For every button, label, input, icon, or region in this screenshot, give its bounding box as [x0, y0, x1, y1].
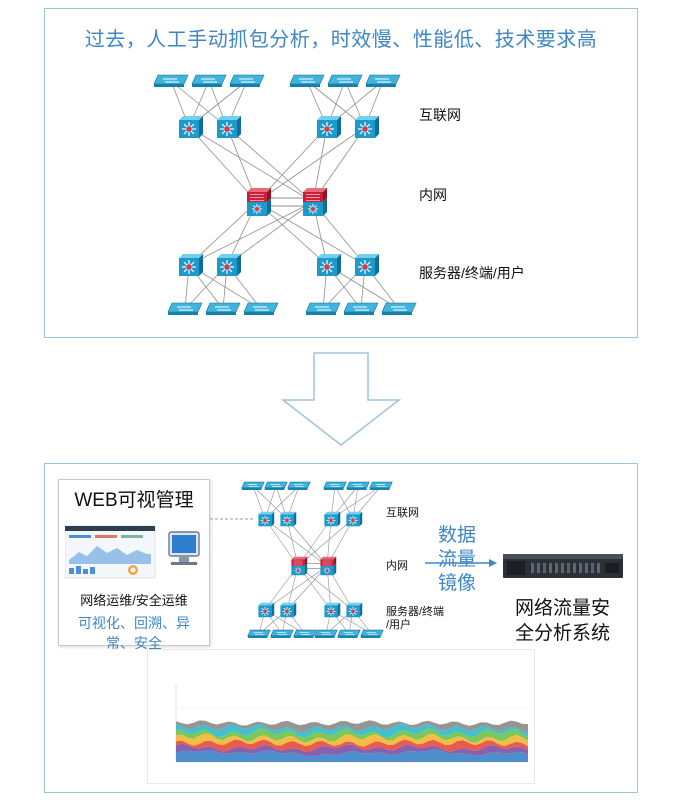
access-switch-icon [287, 481, 311, 490]
core-switch-icon [324, 602, 341, 618]
bottom-label-servers-line2: /用户 [386, 619, 412, 631]
network-link [188, 126, 258, 203]
access-switch-icon [369, 481, 393, 490]
access-switch-icon [247, 629, 271, 638]
core-switch-icon [217, 254, 241, 276]
stream-layer [176, 733, 528, 747]
core-switch-icon [258, 511, 275, 527]
dashboard-stream-chart [175, 684, 528, 763]
top-label-intranet: 内网 [419, 187, 447, 203]
core-switch-icon [346, 511, 363, 527]
bottom-label-servers: 服务器/终端 /用户 [386, 606, 444, 632]
bottom-label-intranet: 内网 [386, 560, 408, 572]
system-title-line2: 全分析系统 [514, 623, 610, 644]
network-link [264, 518, 328, 567]
web-management-title: WEB可视管理 [74, 490, 194, 511]
core-switch-icon [317, 254, 341, 276]
top-panel: 过去，人工手动抓包分析，时效慢、性能低、技术要求高 互联网 内网 服务器/终端/… [44, 8, 638, 338]
core-switch-icon [355, 254, 379, 276]
access-switch-icon [241, 481, 265, 490]
system-title-line1: 网络流量安 [514, 598, 610, 619]
firewall-switch-icon [303, 188, 327, 216]
core-switch-icon [280, 602, 297, 618]
stream-layer [176, 739, 528, 752]
access-switch-icon [360, 629, 384, 638]
access-switch-icon [323, 481, 347, 490]
traffic-analysis-system-title: 网络流量安 全分析系统 [505, 596, 620, 646]
web-management-card: WEB可视管理 网络运维/安全运维 可视化、回溯、异 常、安全 [58, 479, 210, 651]
stream-layer [176, 728, 528, 743]
network-link [188, 201, 314, 266]
access-switch-icon [243, 302, 279, 315]
firewall-switch-icon [247, 188, 271, 216]
core-switch-icon [179, 116, 203, 138]
network-link [264, 518, 299, 567]
access-switch-icon [205, 302, 241, 315]
traffic-mirror-label: 数据 流量 镜像 [433, 524, 481, 596]
core-switch-icon [355, 116, 379, 138]
web-tags-line1: 可视化、回溯、异 [78, 615, 190, 631]
access-switch-icon [365, 74, 401, 87]
stream-layer [176, 743, 528, 757]
network-link [286, 565, 328, 611]
network-link [226, 126, 314, 203]
top-label-servers: 服务器/终端/用户 [419, 265, 525, 281]
traffic-mirror-line1: 数据 [437, 525, 476, 546]
down-arrow-icon [280, 352, 402, 446]
core-switch-icon [324, 511, 341, 527]
network-link [297, 565, 354, 611]
dashboard-thumbnail-icon [65, 525, 200, 579]
access-switch-icon [153, 74, 189, 87]
network-link [256, 126, 366, 203]
bottom-panel: WEB可视管理 网络运维/安全运维 可视化、回溯、异 常、安全 互联网 内网 [44, 463, 638, 793]
core-switch-icon [258, 602, 275, 618]
network-link [264, 565, 328, 611]
top-label-internet: 互联网 [419, 107, 461, 123]
access-switch-icon [337, 629, 361, 638]
stream-layer [176, 749, 528, 762]
access-switch-icon [270, 629, 294, 638]
access-switch-icon [327, 74, 363, 87]
bottom-label-internet: 互联网 [386, 507, 419, 519]
stream-layer [176, 723, 528, 738]
access-switch-icon [381, 302, 417, 315]
dashboard-screenshot [147, 649, 535, 784]
top-title: 过去，人工手动抓包分析，时效慢、性能低、技术要求高 [84, 29, 598, 51]
core-switch-icon [280, 511, 297, 527]
web-management-subtitle: 网络运维/安全运维 [80, 593, 188, 608]
core-switch-icon [317, 116, 341, 138]
firewall-switch-icon [291, 556, 308, 576]
core-switch-icon [179, 254, 203, 276]
access-switch-icon [346, 481, 370, 490]
firewall-switch-icon [320, 556, 337, 576]
core-switch-icon [217, 116, 241, 138]
access-switch-icon [191, 74, 227, 87]
access-switch-icon [343, 302, 379, 315]
web-tags-line2: 常、安全 [106, 635, 162, 651]
access-switch-icon [167, 302, 203, 315]
network-link [226, 201, 314, 266]
network-link [188, 126, 314, 203]
traffic-appliance-icon [503, 554, 623, 578]
bottom-label-servers-line1: 服务器/终端 [386, 606, 445, 618]
network-link [256, 201, 366, 266]
stream-layer [176, 720, 528, 733]
bottom-network-diagram [210, 481, 393, 638]
top-network-diagram [153, 74, 417, 315]
core-switch-icon [346, 602, 363, 618]
web-management-tags: 可视化、回溯、异 常、安全 [65, 613, 203, 653]
access-switch-icon [264, 481, 288, 490]
access-switch-icon [305, 302, 341, 315]
access-switch-icon [229, 74, 265, 87]
traffic-mirror-line3: 镜像 [437, 573, 476, 594]
access-switch-icon [289, 74, 325, 87]
network-link [286, 518, 328, 567]
access-switch-icon [293, 629, 317, 638]
access-switch-icon [314, 629, 338, 638]
traffic-mirror-line2: 流量 [437, 549, 476, 570]
